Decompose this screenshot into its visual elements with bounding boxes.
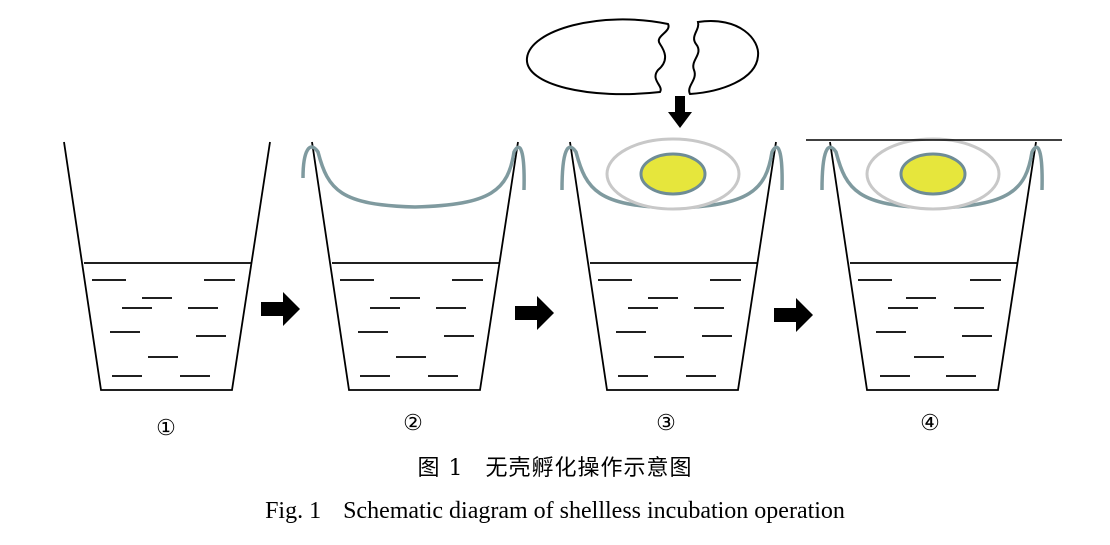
- egg-yolk-4: [899, 152, 967, 196]
- membrane-2: [301, 145, 526, 209]
- caption-english-text: Schematic diagram of shellless incubatio…: [343, 498, 845, 524]
- egg-yolk-3: [639, 152, 707, 196]
- cup-4: [829, 141, 1037, 391]
- step-label-4: ④: [920, 411, 940, 436]
- cracked-egg-icon: [525, 18, 760, 96]
- cup-1: [63, 141, 271, 391]
- caption-english-number: Fig. 1: [265, 498, 322, 524]
- right-arrow-icon: [515, 296, 554, 330]
- caption-english: Fig. 1 Schematic diagram of shellless inc…: [0, 498, 1110, 525]
- caption-chinese-text: 无壳孵化操作示意图: [485, 456, 693, 481]
- cup-3: [569, 141, 777, 391]
- down-arrow-icon: [668, 96, 692, 128]
- step-label-2: ②: [403, 411, 423, 436]
- right-arrow-icon: [774, 298, 813, 332]
- step-label-3: ③: [656, 411, 676, 436]
- cup-2: [311, 141, 519, 391]
- step-label-1: ①: [156, 416, 176, 441]
- right-arrow-icon: [261, 292, 300, 326]
- caption-chinese-number: 图 1: [417, 456, 464, 481]
- caption-chinese: 图 1 无壳孵化操作示意图: [0, 450, 1110, 482]
